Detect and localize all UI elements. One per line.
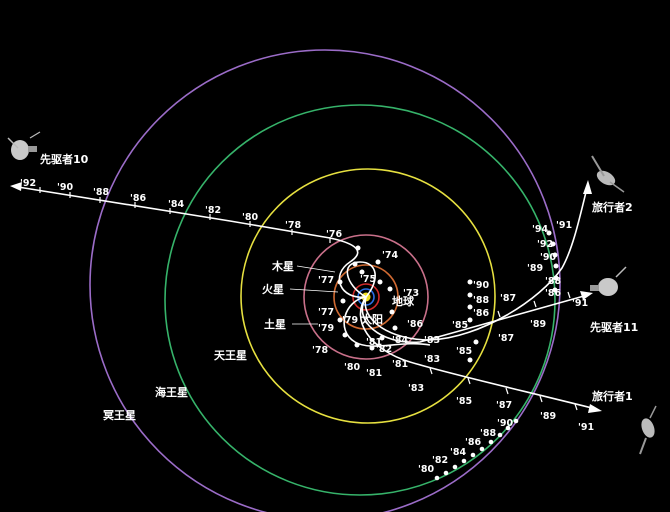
uranus-label: 天王星: [214, 349, 247, 362]
pioneer11-arrowhead: [580, 291, 593, 300]
year-label: '89: [540, 411, 556, 422]
jupiter-orbit: [333, 264, 399, 330]
year-label: '88: [473, 295, 490, 306]
tick: [467, 377, 471, 385]
year-label: '92: [537, 239, 553, 250]
tick: [533, 300, 537, 308]
inner-loop-a: [346, 261, 376, 298]
pluto-orbit: [89, 49, 561, 512]
year-label: '87: [500, 293, 516, 304]
jupiter-label: 木星: [271, 259, 294, 273]
year-label: '84: [392, 335, 409, 346]
year-label: '82: [432, 455, 448, 466]
year-label: '85: [456, 396, 472, 407]
year-label: '82: [205, 205, 221, 216]
year-label: '79: [318, 323, 334, 334]
voyager2-trajectory: [364, 191, 587, 341]
year-label: '78: [285, 220, 302, 231]
neptune-orbit: [164, 104, 556, 496]
year-label: '92: [20, 178, 36, 189]
year-label: '83: [424, 335, 440, 346]
year-label: '90: [57, 182, 74, 193]
year-label: '87: [498, 333, 514, 344]
year-label: '94: [532, 224, 549, 235]
year-label: '78: [312, 345, 329, 356]
year-label: '84: [450, 447, 467, 458]
year-label: '84: [168, 199, 185, 210]
year-label: '91: [556, 220, 572, 231]
year-label: '87: [496, 400, 512, 411]
year-label: '88: [480, 428, 497, 439]
tick: [574, 403, 578, 411]
year-label: '88: [545, 276, 562, 287]
year-label: '86: [545, 288, 562, 299]
year-label: '85: [456, 346, 472, 357]
year-label: '74: [382, 250, 399, 261]
year-label: '90: [497, 418, 514, 429]
year-label: '81: [366, 337, 382, 348]
pluto-label: 冥王星: [103, 409, 136, 422]
pioneer11-probe-icon: [590, 266, 627, 296]
year-label: '81: [366, 368, 382, 379]
year-label: '80: [418, 464, 435, 475]
inner-loop-b: [343, 296, 431, 347]
year-label: '86: [407, 319, 424, 330]
year-label: '86: [130, 193, 147, 204]
year-label: '73: [403, 288, 419, 299]
year-label: '90: [540, 252, 557, 263]
year-label: '91: [572, 298, 588, 309]
pioneer11-trajectory: [361, 295, 585, 343]
year-label: '77: [318, 275, 334, 286]
tick: [429, 367, 433, 375]
year-label: '85: [452, 320, 468, 331]
tick: [567, 291, 571, 299]
neptune-label: 海王星: [155, 385, 188, 399]
year-label: '79: [342, 315, 358, 326]
tick: [505, 387, 509, 395]
pluto-orbit-dots: [434, 418, 519, 481]
leader-line: [289, 288, 339, 293]
pioneer10-trajectory: [17, 186, 367, 298]
year-label: '80: [242, 212, 259, 223]
voyager2-label: 旅行者2: [592, 200, 633, 214]
year-label: '89: [527, 263, 543, 274]
year-label: '89: [530, 319, 546, 330]
pioneer10-probe-icon: [7, 131, 41, 160]
voyager2-probe-icon: [591, 155, 625, 193]
year-label: '91: [578, 422, 594, 433]
saturn-orbit: [303, 234, 429, 360]
voyager2-dots: [546, 230, 559, 293]
voyager1-probe-icon: [639, 405, 657, 455]
year-label: '86: [465, 437, 482, 448]
sun-label: 太阳: [360, 312, 383, 326]
leader-line: [296, 265, 336, 273]
tick: [539, 395, 543, 403]
year-label: '82: [376, 344, 392, 355]
mars-label: 火星: [262, 283, 284, 296]
tick: [497, 310, 501, 318]
year-label: '88: [93, 187, 110, 198]
saturn-label: 土星: [264, 317, 286, 331]
pioneer10-label: 先驱者10: [40, 152, 89, 166]
year-label: '86: [473, 308, 490, 319]
voyager1-label: 旅行者1: [592, 389, 633, 403]
voyager1-arrowhead: [588, 404, 602, 413]
year-label: '90: [473, 280, 490, 291]
pioneer10-arrowhead: [10, 182, 22, 191]
year-label: '75: [360, 274, 376, 285]
year-label: '77: [318, 307, 334, 318]
year-label: '80: [344, 362, 361, 373]
uranus-orbit: [240, 168, 496, 424]
year-label: '76: [326, 229, 343, 240]
year-label: '81: [392, 359, 408, 370]
earth-label: 地球: [392, 294, 415, 308]
year-label: '83: [424, 354, 440, 365]
voyager1-trajectory: [359, 296, 593, 409]
voyager2-arrowhead: [583, 180, 592, 194]
year-label: '83: [408, 383, 424, 394]
inner-dots: [337, 245, 479, 363]
pioneer11-label: 先驱者11: [590, 320, 638, 334]
